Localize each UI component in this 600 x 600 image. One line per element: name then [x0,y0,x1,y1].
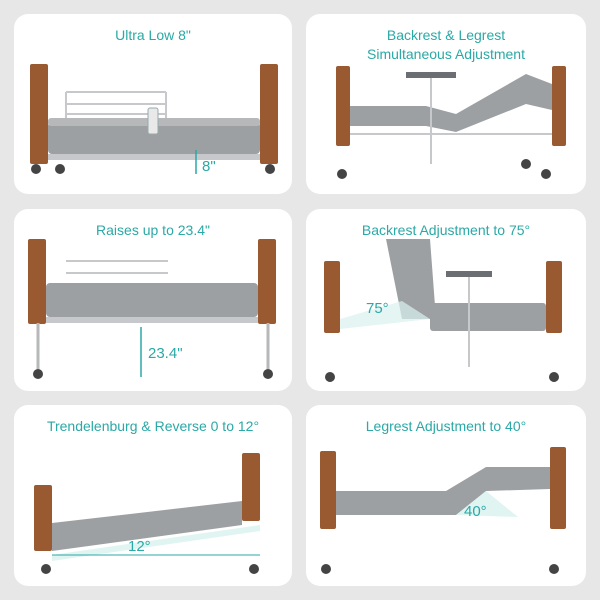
panel-legrest-40: 40° Legrest Adjustment to 40° [306,405,586,586]
panel-title: Backrest Adjustment to 75° [361,222,531,238]
panel-title: Raises up to 23.4" [96,222,210,238]
bed-image-ultra-low: 8" [30,64,278,175]
panel-trendelenburg: 12° Trendelenburg & Reverse 0 to 12° [14,405,292,586]
panel-title: Trendelenburg & Reverse 0 to 12° [46,418,260,434]
panel-title: Ultra Low 8" [115,27,191,43]
measure-40-degree: 40° [464,503,487,520]
measure-23-4-inch: 23.4" [148,345,183,362]
panel-backrest-75: 75° Backrest Adjustment to 75° [306,209,586,391]
panel-ultra-low: 8" Ultra Low 8" [14,14,292,194]
panel-title: Backrest & Legrest Simultaneous Adjustme… [367,27,525,62]
measure-75-degree: 75° [366,300,389,317]
bed-image-raised: 23.4" [28,239,276,379]
panel-title: Legrest Adjustment to 40° [365,418,527,434]
measure-12-degree: 12° [128,538,151,555]
panel-raises: 23.4" Raises up to 23.4" [14,209,292,391]
bed-image-tilt: 12° [34,453,260,574]
bed-image-simultaneous [336,66,566,179]
bed-image-legrest: 40° [320,447,566,574]
panel-backrest-legrest: Backrest & Legrest Simultaneous Adjustme… [306,14,586,194]
measure-8-inch: 8" [202,158,216,175]
bed-image-backrest: 75° [324,239,562,382]
